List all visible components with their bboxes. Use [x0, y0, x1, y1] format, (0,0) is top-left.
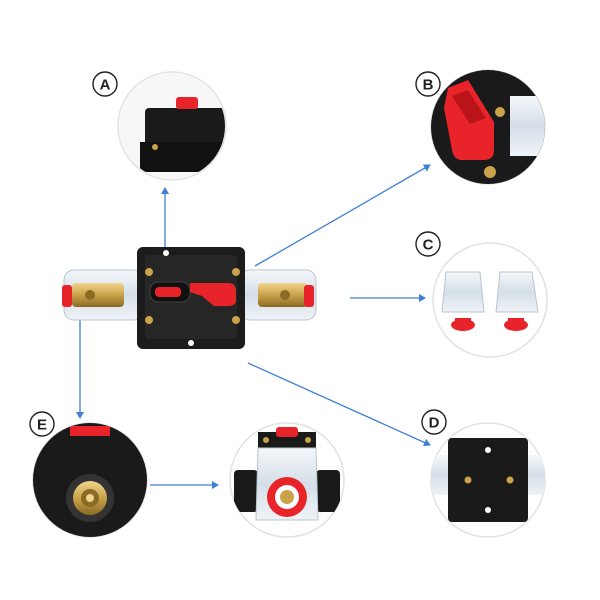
callout-a: [117, 71, 227, 181]
label-a: A: [100, 77, 111, 94]
callout-c: [432, 242, 548, 358]
label-b: B: [423, 77, 434, 94]
connector-arrows: [76, 164, 431, 489]
arrow-to-d: [247, 362, 431, 447]
letter-badge-d: D: [421, 409, 447, 435]
letter-badge-e: E: [29, 411, 55, 437]
callout-d: [430, 422, 546, 538]
arrow-to-b: [254, 164, 431, 267]
callout-fuse-end-detail: [229, 422, 345, 538]
label-c: C: [423, 237, 434, 254]
label-d: D: [429, 415, 440, 432]
callout-b: [430, 69, 546, 185]
letter-badge-c: C: [415, 231, 441, 257]
main-circuit-breaker: [62, 247, 317, 349]
label-e: E: [37, 417, 47, 434]
callout-e: [32, 422, 148, 538]
letter-badge-b: B: [415, 71, 441, 97]
letter-badge-a: A: [92, 71, 118, 97]
